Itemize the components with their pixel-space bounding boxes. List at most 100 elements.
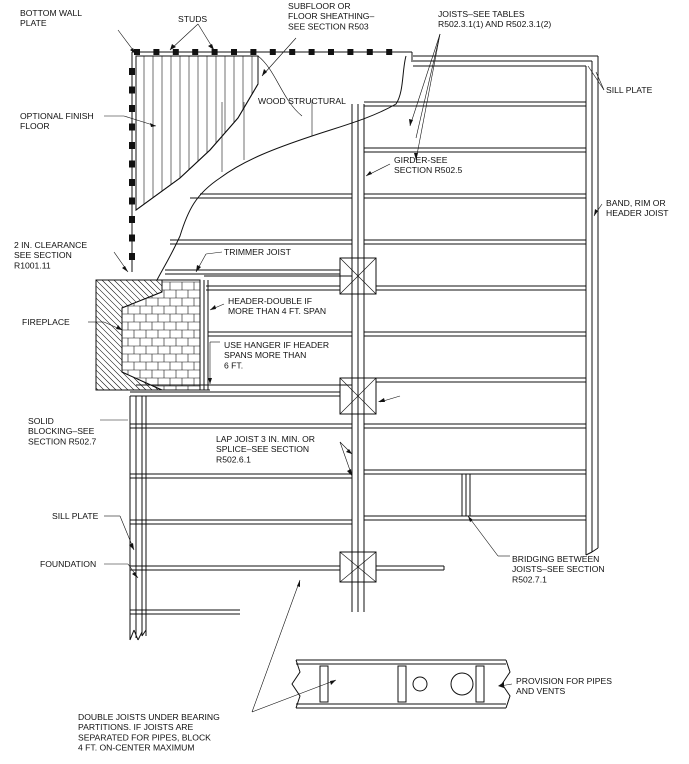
label-line: FIREPLACE xyxy=(22,317,70,327)
label-line: FOUNDATION xyxy=(40,559,96,569)
girder xyxy=(351,104,365,612)
label-line: AND VENTS xyxy=(516,686,565,696)
masonry-hatch xyxy=(113,280,162,390)
label-line: BOTTOM WALL xyxy=(20,8,82,18)
girder-overlay xyxy=(351,258,365,582)
stud-block xyxy=(153,49,160,55)
label-line: R1001.11 xyxy=(14,260,51,270)
masonry-hatch xyxy=(119,280,162,390)
label-fireplace: FIREPLACE xyxy=(22,317,70,327)
label-sill-plate-top: SILL PLATE xyxy=(606,85,653,95)
label-line: HEADER-DOUBLE IF xyxy=(228,296,312,306)
label-line: SEPARATED FOR PIPES, BLOCK xyxy=(78,732,211,742)
stud-block xyxy=(269,49,276,55)
fireplace xyxy=(0,275,352,391)
masonry-hatch xyxy=(0,280,86,390)
label-line: FLOOR xyxy=(20,121,50,131)
label-line: SEE SECTION xyxy=(14,250,72,260)
bottom-wall-plate xyxy=(129,68,135,260)
stud-block xyxy=(129,86,135,94)
label-line: SOLID xyxy=(28,416,54,426)
masonry-hatch xyxy=(0,280,92,390)
stud-block xyxy=(129,179,135,186)
stud-block xyxy=(129,197,135,205)
leaders xyxy=(88,23,605,713)
stud-block xyxy=(134,49,140,55)
label-line: JOISTS–SEE SECTION xyxy=(512,564,605,574)
stud-block xyxy=(211,49,218,55)
label-line: 4 FT. ON-CENTER MAXIMUM xyxy=(78,743,195,753)
label-line: BAND, RIM OR xyxy=(606,198,666,208)
label-line: SPLICE–SEE SECTION xyxy=(216,444,309,454)
label-line: 2 IN. CLEARANCE xyxy=(14,240,87,250)
label-line: SEE SECTION R503 xyxy=(288,21,369,31)
label-line: HEADER JOIST xyxy=(606,208,669,218)
masonry-hatch xyxy=(96,280,129,390)
label-line: PROVISION FOR PIPES xyxy=(516,676,612,686)
label-line: DOUBLE JOISTS UNDER BEARING xyxy=(78,712,220,722)
label-line: FLOOR SHEATHING– xyxy=(288,11,374,21)
label-line: SECTION R502.5 xyxy=(394,165,463,175)
bridging xyxy=(461,473,471,517)
stud-block xyxy=(129,216,135,223)
sill-foundation-left xyxy=(129,396,147,641)
label-line: SILL PLATE xyxy=(606,85,653,95)
band-rim-joist xyxy=(413,55,599,556)
label-line: WOOD STRUCTURAL xyxy=(258,96,346,106)
label-line: STUDS xyxy=(178,14,207,24)
masonry-hatch xyxy=(96,280,111,390)
stud-block xyxy=(386,49,393,55)
subfloor-cutaway xyxy=(155,55,407,283)
label-line: R502.7.1 xyxy=(512,574,547,584)
label-line: TRIMMER JOIST xyxy=(224,247,292,257)
masonry-hatch xyxy=(96,280,117,390)
stud-block xyxy=(308,49,315,55)
joists-right xyxy=(364,101,586,521)
label-sill-plate-left: SILL PLATE xyxy=(52,511,99,521)
label-line: MORE THAN 4 FT. SPAN xyxy=(228,306,326,316)
label-line: JOISTS–SEE TABLES xyxy=(438,9,525,19)
label-line: 6 FT. xyxy=(224,360,243,370)
masonry-hatch xyxy=(96,280,123,390)
masonry-hatch xyxy=(125,280,162,390)
stud-block xyxy=(347,49,354,55)
stud-block xyxy=(366,49,373,55)
label-line: BRIDGING BETWEEN xyxy=(512,554,599,564)
stud-block xyxy=(129,160,135,168)
label-line: SILL PLATE xyxy=(52,511,99,521)
label-line: OPTIONAL FINISH xyxy=(20,111,94,121)
studs xyxy=(134,49,393,55)
optional-finish-floor xyxy=(135,55,259,211)
stud-block xyxy=(289,49,296,55)
label-foundation: FOUNDATION xyxy=(40,559,96,569)
pipe-provision-detail xyxy=(291,659,511,709)
label-line: GIRDER-SEE xyxy=(394,155,448,165)
stud-block xyxy=(129,68,135,75)
label-line: SPANS MORE THAN xyxy=(224,350,306,360)
stud-block xyxy=(192,49,199,55)
label-trimmer-joist: TRIMMER JOIST xyxy=(224,247,292,257)
label-line: SECTION R502.7 xyxy=(28,436,97,446)
stud-block xyxy=(129,105,135,112)
label-studs: STUDS xyxy=(178,14,207,24)
masonry-hatch xyxy=(107,280,162,390)
label-line: PLATE xyxy=(20,18,47,28)
stud-block xyxy=(129,142,135,149)
label-line: LAP JOIST 3 IN. MIN. OR xyxy=(216,434,315,444)
stud-block xyxy=(129,253,135,260)
stud-block xyxy=(231,49,237,55)
label-line: USE HANGER IF HEADER xyxy=(224,340,329,350)
label-line: SUBFLOOR OR xyxy=(288,1,351,11)
